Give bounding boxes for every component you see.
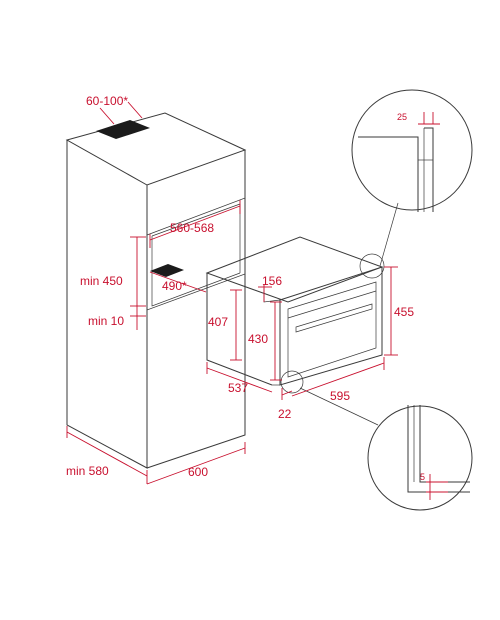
niche-vent-icon [150, 264, 184, 277]
niche-depth-label: 490* [162, 279, 187, 293]
top-detail [351, 89, 473, 279]
tall-cabinet [65, 112, 247, 469]
bottom-detail [280, 370, 473, 511]
cabinet-width-label: 600 [188, 465, 208, 479]
top-vent-icon [96, 120, 150, 139]
vent-gap-label: 60-100* [86, 94, 128, 108]
oven-width-label: 595 [330, 389, 350, 403]
cabinet-depth-min-label: min 580 [66, 464, 109, 478]
oven [205, 236, 384, 386]
oven-height-front-label: 455 [394, 305, 414, 319]
oven-depth-label: 537 [228, 381, 248, 395]
cabinet-height-min-label: min 450 [80, 274, 123, 288]
oven-height-total-label: 407 [208, 315, 228, 329]
detail-top-gap-label: 25 [397, 112, 407, 122]
oven-top-depth-label: 156 [262, 274, 282, 288]
detail-bottom-gap-label: 5 [420, 472, 425, 482]
oven-height-inner-label: 430 [248, 332, 268, 346]
niche-width-label: 560-568 [170, 221, 214, 235]
floor-gap-min-label: min 10 [88, 314, 124, 328]
front-offset-label: 22 [278, 407, 292, 421]
